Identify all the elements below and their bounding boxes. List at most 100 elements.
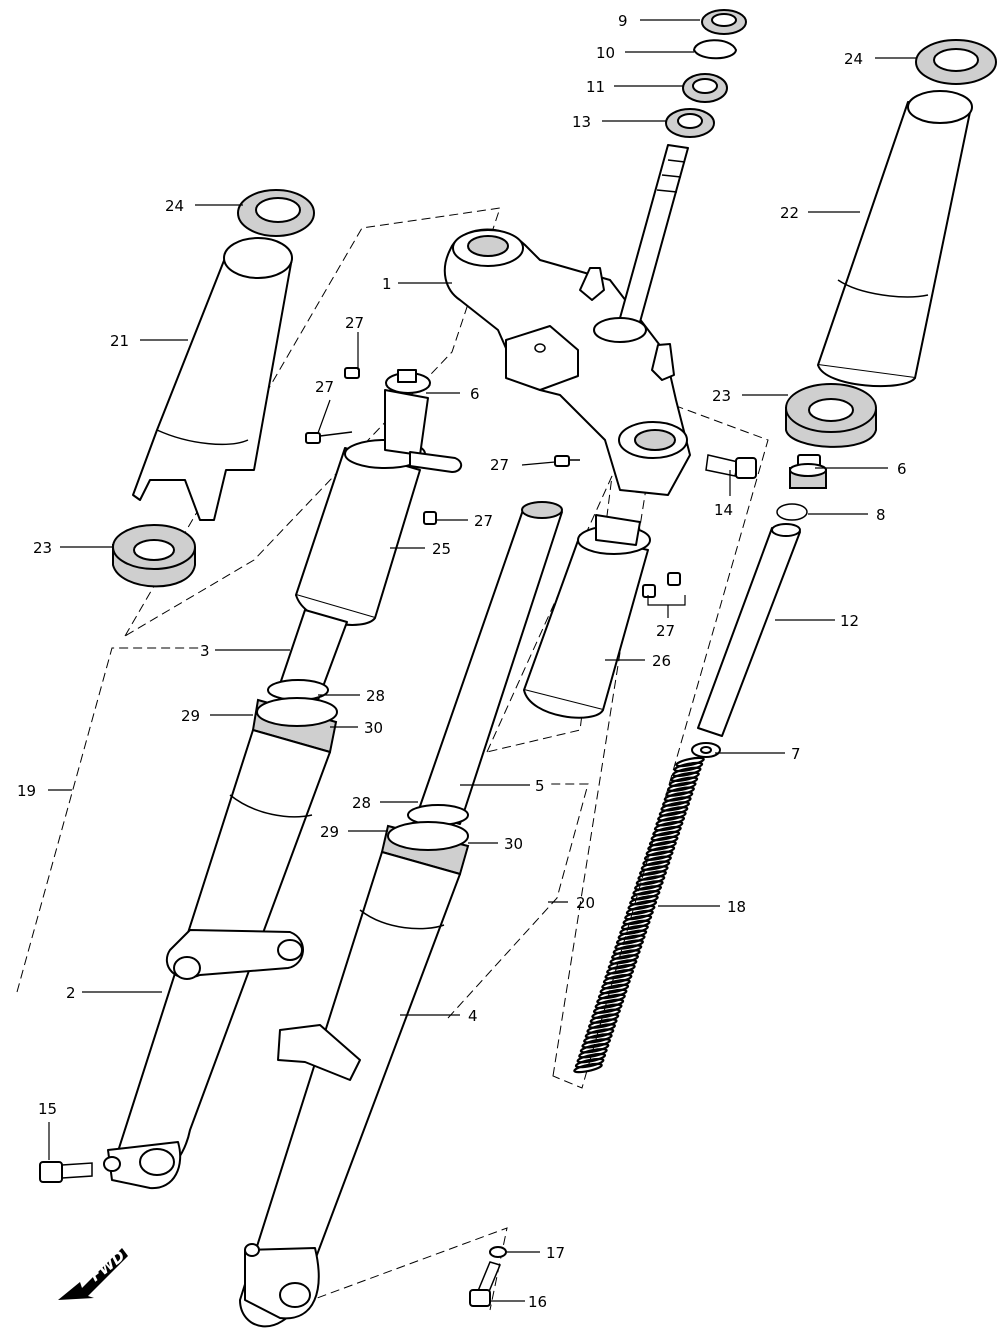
callout-28-right: 28: [352, 794, 371, 812]
spring-coil: [627, 899, 658, 911]
spring-coil: [583, 1033, 613, 1044]
spring-coil: [650, 830, 681, 842]
callout-2: 2: [66, 984, 76, 1002]
part-17-16-bolt: [469, 1246, 507, 1307]
spring-coil: [662, 796, 692, 807]
spring-coil: [574, 1057, 605, 1069]
part-6-right-fork-cap: [789, 454, 827, 489]
part-1-triple-clamp: [443, 228, 691, 496]
callout-20: 20: [576, 894, 595, 912]
callout-30-right: 30: [504, 835, 523, 853]
spring-coil: [642, 855, 672, 866]
callout-6-left: 6: [470, 385, 480, 403]
spring-coil: [619, 924, 649, 936]
callout-25: 25: [432, 540, 451, 558]
part-25-left-upper-tube: [295, 369, 463, 626]
callout-4: 4: [468, 1007, 478, 1025]
callout-labels: 9 10 11 13 24 24 22 1 21 27 27 6 23 6 27…: [17, 12, 907, 1311]
spring-coil: [668, 776, 699, 787]
spring-coil: [606, 964, 636, 975]
callout-17: 17: [546, 1244, 565, 1262]
spring-coil: [653, 820, 684, 832]
spring-coil: [624, 909, 654, 921]
spring-coil: [670, 771, 700, 783]
part-26-right-upper-tube: [523, 514, 651, 719]
spring-coil: [578, 1047, 608, 1059]
spring-coil: [625, 904, 656, 916]
spring-coil: [632, 885, 663, 896]
left-seal-stack: [251, 679, 338, 754]
spring-coil: [607, 959, 638, 970]
part-8-o-ring: [776, 503, 808, 521]
spring-coil: [657, 811, 687, 822]
callout-13: 13: [572, 113, 591, 131]
spring-coil: [586, 1023, 616, 1034]
part-12-spacer: [697, 523, 801, 737]
callout-12: 12: [840, 612, 859, 630]
callout-27-b: 27: [315, 378, 334, 396]
spring-coil: [591, 1008, 621, 1019]
spring-coil: [622, 914, 653, 926]
stem-top-stack: [665, 9, 747, 138]
spring-coil: [602, 973, 633, 985]
spring-coil: [655, 815, 686, 827]
spring-coil: [648, 835, 679, 847]
callout-3: 3: [200, 642, 210, 660]
part-22-right-fork-cover: [817, 90, 973, 388]
spring-coil: [663, 791, 694, 802]
spring-coil: [617, 929, 648, 940]
spring-coil: [637, 870, 667, 881]
part-23-left-ring: [112, 524, 196, 588]
spring-coil: [647, 840, 677, 852]
callout-24-left: 24: [165, 197, 184, 215]
part-21-left-fork-cover: [132, 237, 293, 521]
spring-coil: [592, 1003, 623, 1015]
callout-6-right: 6: [897, 460, 907, 478]
spring-coil: [620, 919, 651, 931]
callout-1: 1: [382, 275, 392, 293]
callout-28-left: 28: [366, 687, 385, 705]
fwd-arrow: FWD: [58, 1247, 128, 1300]
callout-21: 21: [110, 332, 129, 350]
callout-22: 22: [780, 204, 799, 222]
callout-23-right: 23: [712, 387, 731, 405]
callout-27-e: 27: [656, 622, 675, 640]
callout-27-d: 27: [474, 512, 493, 530]
leader-lines: [48, 19, 916, 1302]
spring-coil: [629, 894, 659, 906]
spring-coil: [604, 968, 635, 980]
steering-stem: [593, 144, 689, 343]
part-24-right-cap: [915, 39, 997, 85]
part-15-bolt: [39, 1161, 93, 1183]
spring-coil: [658, 806, 689, 817]
spring-coil: [609, 954, 640, 965]
callout-27-a: 27: [345, 314, 364, 332]
spring-coil: [597, 988, 628, 1000]
callout-9: 9: [618, 12, 628, 30]
callout-10: 10: [596, 44, 615, 62]
callout-15: 15: [38, 1100, 57, 1118]
part-23-right-ring: [785, 383, 877, 448]
part-2-left-outer-tube: [103, 729, 331, 1190]
spring-coil: [573, 1062, 603, 1074]
spring-coil: [576, 1052, 607, 1064]
part-27-bolts: [305, 367, 681, 598]
spring-coil: [652, 825, 682, 837]
spring-coil: [634, 880, 664, 891]
callout-29-right: 29: [320, 823, 339, 841]
spring-coil: [671, 766, 702, 778]
spring-coil: [643, 850, 674, 862]
callout-18: 18: [727, 898, 746, 916]
callout-26: 26: [652, 652, 671, 670]
callout-30-left: 30: [364, 719, 383, 737]
right-seal-stack: [380, 804, 470, 876]
part-18-spring: [573, 756, 705, 1074]
part-7-washer: [691, 742, 721, 758]
spring-coil: [673, 761, 704, 773]
spring-coil: [579, 1043, 610, 1054]
spring-coil: [640, 860, 671, 871]
callout-29-left: 29: [181, 707, 200, 725]
spring-coil: [614, 939, 644, 950]
callout-16: 16: [528, 1293, 547, 1311]
